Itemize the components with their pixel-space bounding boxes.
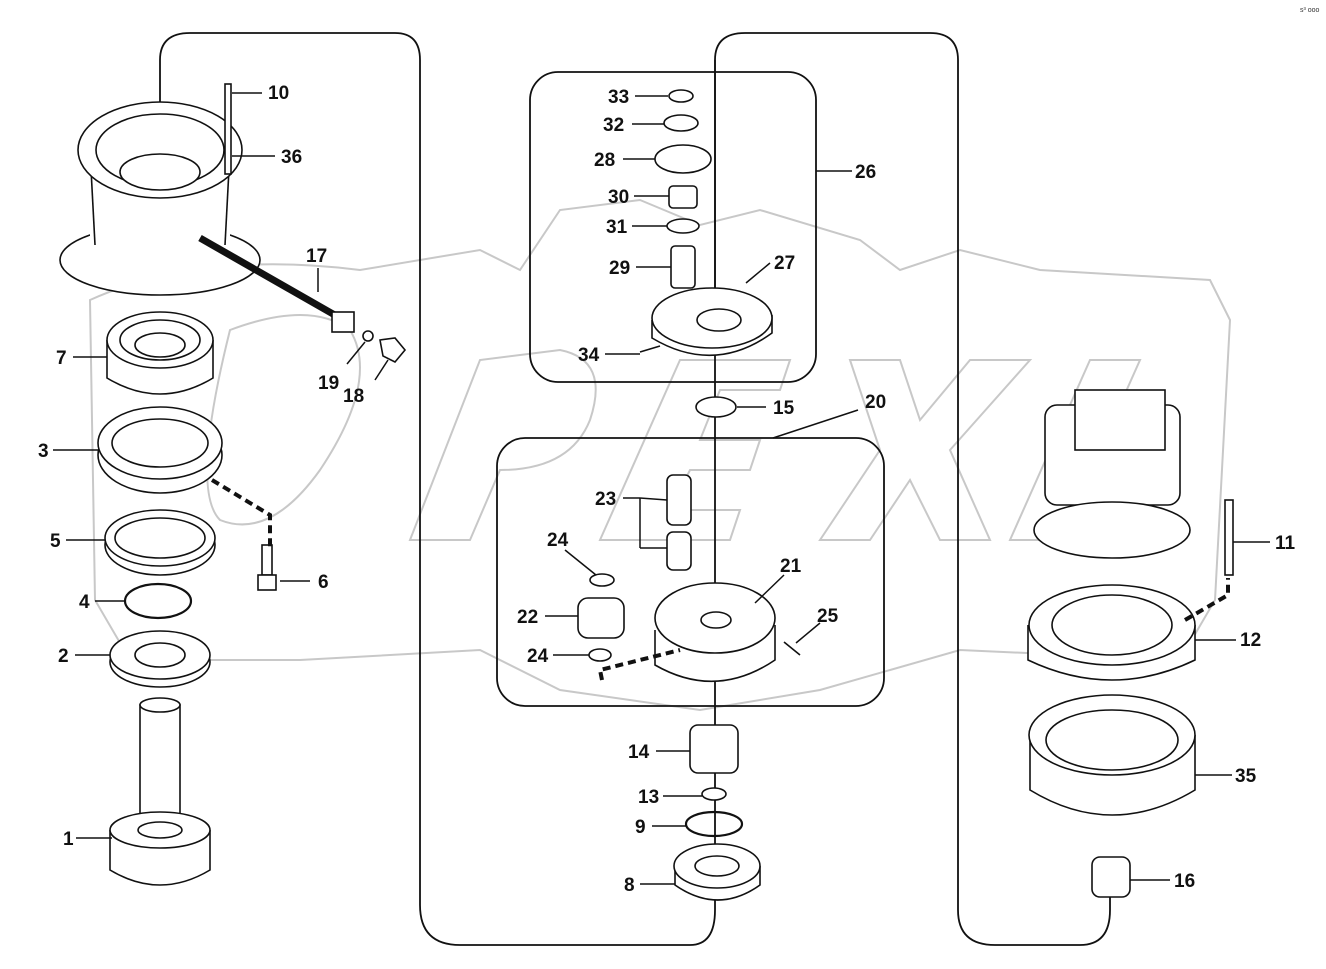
part-19-washer: [362, 330, 374, 342]
callout-36: 36: [281, 147, 302, 168]
callout-14: 14: [628, 742, 650, 763]
carrier-part-27: [651, 287, 773, 357]
callout-6: 6: [318, 572, 329, 593]
callout-25: 25: [817, 606, 839, 627]
callout-29: 29: [609, 258, 630, 279]
part-24-lower: [588, 648, 612, 662]
part-33: [668, 89, 694, 103]
callout-10: 10: [268, 83, 289, 104]
part-30: [668, 185, 698, 209]
gear-part-28: [654, 144, 712, 174]
frame-group-26: [529, 71, 817, 383]
callout-1: 1: [63, 829, 74, 850]
ring-part-3: [97, 406, 223, 494]
oring-part-4: [123, 582, 193, 620]
part-24-upper: [589, 573, 615, 587]
middle-column-parts: [577, 60, 801, 901]
part-23-upper: [666, 474, 692, 526]
ring-gear-part-35: [1028, 694, 1196, 816]
gear-part-22: [577, 597, 625, 639]
frame-group-20: [496, 437, 885, 707]
seal-part-2: [109, 630, 211, 688]
left-column-parts: [59, 83, 407, 886]
callout-22: 22: [517, 607, 538, 628]
motor-assembly: [1033, 389, 1191, 559]
callout-27: 27: [774, 253, 795, 274]
carrier-part-21: [654, 582, 776, 683]
part-32: [663, 114, 699, 132]
pin-part-10: [224, 83, 232, 175]
callout-33: 33: [608, 87, 629, 108]
callout-31: 31: [606, 217, 628, 238]
corner-code: s³ ooo: [1300, 7, 1320, 14]
callout-17: 17: [306, 246, 327, 267]
bearing-part-7: [106, 311, 214, 395]
part-18-fitting: [379, 337, 407, 363]
callout-16: 16: [1174, 871, 1195, 892]
callout-21: 21: [780, 556, 802, 577]
callout-20: 20: [865, 392, 886, 413]
callout-11: 11: [1275, 533, 1296, 554]
part-31: [666, 218, 700, 234]
bearing-part-8: [673, 843, 761, 901]
callout-32: 32: [603, 115, 624, 136]
callout-23: 23: [595, 489, 616, 510]
callout-30: 30: [608, 187, 629, 208]
callout-34: 34: [578, 345, 600, 366]
callout-2: 2: [58, 646, 69, 667]
callout-24-lower: 24: [527, 646, 549, 667]
shaft-part-1: [109, 697, 211, 886]
callout-18: 18: [343, 386, 364, 407]
callout-3: 3: [38, 441, 49, 462]
callout-15: 15: [773, 398, 795, 419]
bolt-part-11: [1224, 499, 1234, 576]
part-23-lower: [666, 531, 692, 571]
callout-12: 12: [1240, 630, 1261, 651]
callout-24-upper: 24: [547, 530, 569, 551]
ring-part-15: [695, 396, 737, 418]
callout-13: 13: [638, 787, 659, 808]
callout-5: 5: [50, 531, 61, 552]
ring-part-12: [1027, 584, 1196, 681]
part-13: [701, 787, 727, 801]
callout-leaders: [53, 92, 1270, 885]
part-17-head: [331, 311, 355, 333]
bolt-part-6: [257, 574, 277, 591]
callout-35: 35: [1235, 766, 1257, 787]
gear-part-14: [689, 724, 739, 774]
right-column-parts: [1027, 389, 1234, 898]
dashed-leaders: [210, 478, 1230, 681]
gear-part-16: [1091, 856, 1131, 898]
pin-part-25: [783, 641, 801, 656]
callout-28: 28: [594, 150, 615, 171]
oring-part-9: [684, 810, 744, 838]
ring-part-5: [104, 509, 216, 576]
callout-8: 8: [624, 875, 635, 896]
pin-part-34: [639, 345, 661, 353]
callout-4: 4: [79, 592, 90, 613]
callout-labels: 10 36 17 19 18 7 3 5 4 2 1 6 33 32 28 30…: [38, 7, 1320, 896]
part-29: [670, 245, 696, 289]
callout-9: 9: [635, 817, 646, 838]
callout-26: 26: [855, 162, 876, 183]
callout-7: 7: [56, 348, 67, 369]
callout-19: 19: [318, 373, 339, 394]
